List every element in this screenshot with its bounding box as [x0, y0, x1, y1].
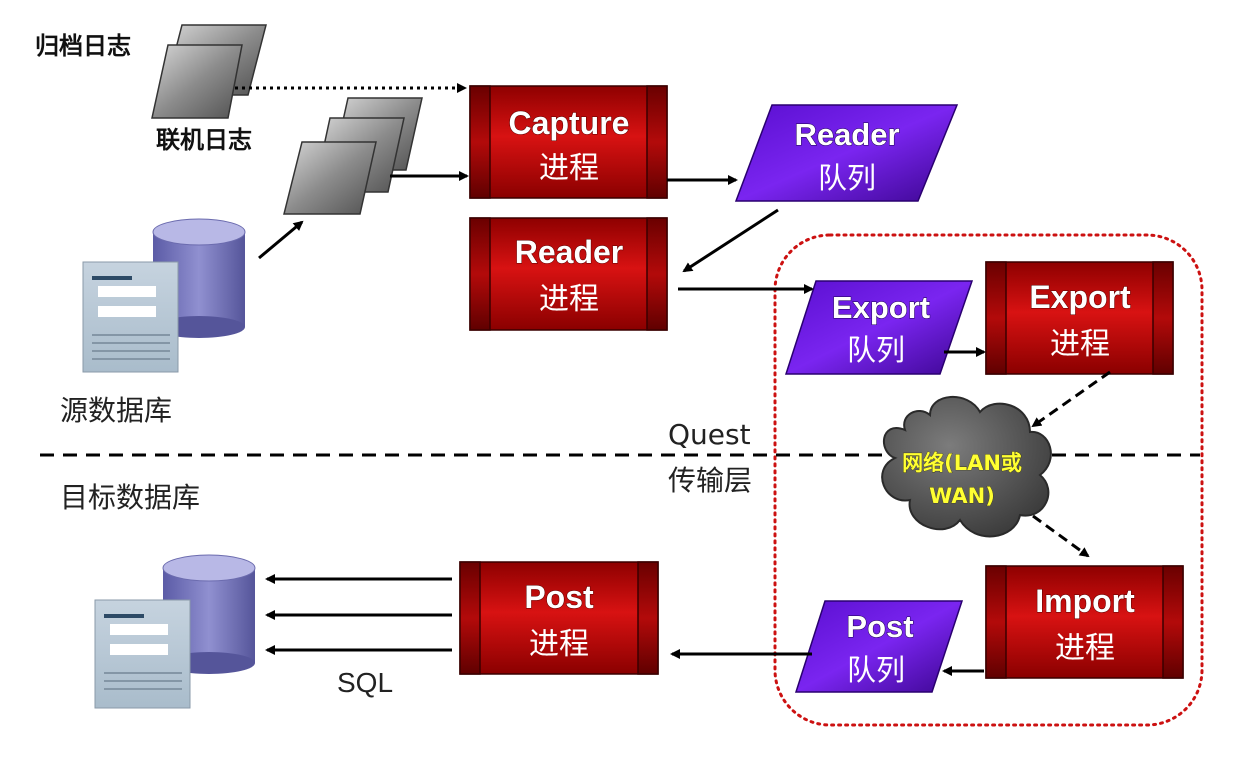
post-queue-sub: 队列: [847, 653, 905, 687]
reader-queue-title: Reader: [794, 117, 899, 152]
source-database-label: 源数据库: [60, 394, 172, 427]
capture-process-sub: 进程: [539, 151, 599, 186]
capture-process-title: Capture: [509, 105, 630, 141]
arrow-network-to-import-process: [1032, 514, 1090, 558]
post-process-box: Post 进程: [459, 561, 659, 675]
reader-queue-box: Reader 队列: [734, 104, 959, 202]
source-database-icon: [82, 218, 246, 373]
export-queue-title: Export: [832, 290, 930, 325]
import-process-box: Import 进程: [985, 565, 1184, 679]
reader-queue-sub: 队列: [818, 161, 876, 195]
network-cloud-icon: [881, 396, 1052, 538]
reader-process-title: Reader: [515, 234, 624, 270]
export-process-title: Export: [1029, 279, 1131, 315]
archive-log-icon: [151, 24, 267, 119]
import-process-title: Import: [1035, 583, 1135, 619]
export-queue-box: Export 队列: [784, 280, 974, 375]
network-label-line2: WAN): [929, 484, 995, 508]
reader-process-box: Reader 进程: [469, 217, 668, 331]
arrow-export-process-to-network: [1031, 370, 1111, 428]
sql-label: SQL: [337, 667, 393, 698]
transport-layer-label-line1: Quest: [668, 418, 751, 451]
transport-layer-label-line2: 传输层: [668, 464, 752, 497]
arrow-reader-queue-to-reader-process: [682, 208, 779, 273]
target-database-icon: [94, 554, 256, 709]
post-queue-box: Post 队列: [794, 600, 964, 693]
target-database-label: 目标数据库: [60, 481, 200, 514]
post-process-sub: 进程: [529, 627, 589, 662]
online-log-icon: [283, 97, 423, 215]
export-process-box: Export 进程: [985, 261, 1174, 375]
archive-log-label: 归档日志: [35, 32, 131, 60]
post-queue-title: Post: [846, 609, 913, 644]
post-process-title: Post: [524, 579, 594, 615]
reader-process-sub: 进程: [539, 282, 599, 317]
import-process-sub: 进程: [1055, 631, 1115, 666]
arrow-db-to-logs: [258, 220, 304, 260]
network-label-line1: 网络(LAN或: [902, 451, 1022, 475]
export-queue-sub: 队列: [847, 333, 905, 367]
capture-process-box: Capture 进程: [469, 85, 668, 199]
export-process-sub: 进程: [1050, 327, 1110, 362]
transport-region: [773, 233, 1204, 727]
online-log-label: 联机日志: [156, 126, 252, 154]
